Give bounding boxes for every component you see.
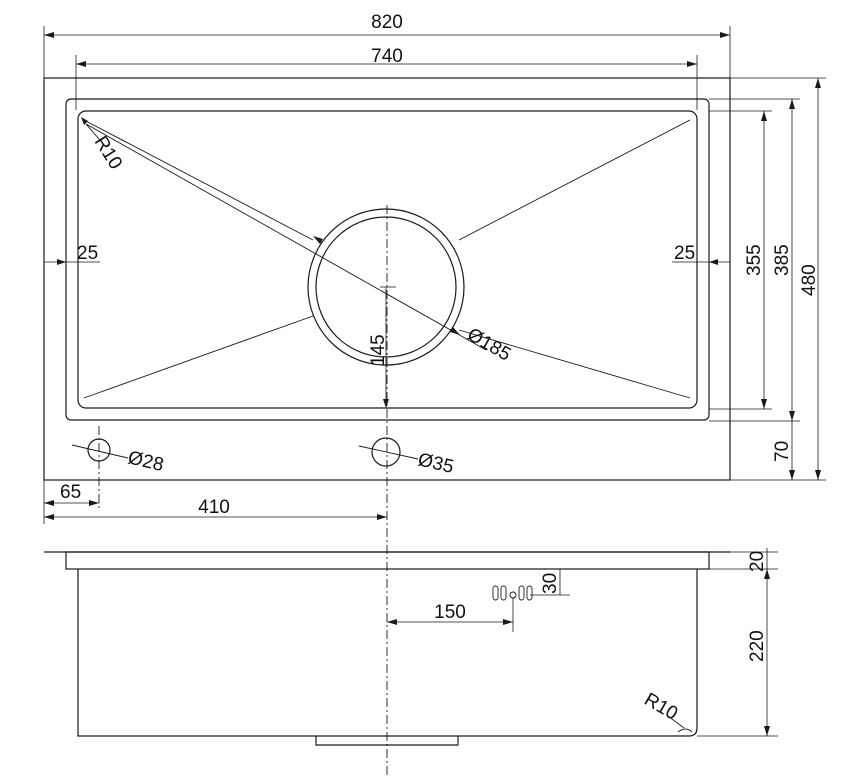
dim-arrow — [764, 569, 770, 579]
dim-arrow — [81, 117, 88, 125]
dim-arrow — [789, 411, 795, 421]
dim-arrow — [387, 619, 397, 625]
overall-width-label: 820 — [371, 12, 403, 33]
side-corner-radius-label: R10 — [641, 689, 682, 725]
dim-arrow — [377, 514, 387, 520]
hole-diameter-leader — [358, 445, 419, 460]
hole-diameter-leader — [71, 444, 129, 459]
overflow-hole — [509, 591, 517, 599]
dim-arrow — [789, 470, 795, 480]
bowl-inner-depth-label: 355 — [744, 244, 765, 276]
overflow-slots — [492, 585, 533, 601]
sink-flange — [65, 551, 710, 570]
slope-line — [458, 119, 691, 241]
bowl-outer-depth-label: 385 — [772, 244, 793, 276]
side-view — [44, 551, 730, 746]
overflow-height-label: 30 — [540, 573, 561, 594]
overflow-slot — [518, 585, 525, 601]
corner-radius-leader — [85, 123, 107, 148]
dim-arrow — [76, 61, 86, 67]
small-hole-offset-label: 65 — [60, 482, 81, 503]
dim-arrow — [89, 500, 99, 506]
bowl-rim — [65, 98, 710, 421]
dim-arrow — [709, 259, 718, 265]
bowl-height-label: 220 — [747, 630, 768, 662]
side-corner-arc — [677, 728, 693, 733]
bowl-width-label: 740 — [371, 46, 403, 67]
overall-depth-label: 480 — [799, 264, 820, 296]
slope-line — [458, 329, 691, 399]
overflow-slot — [492, 585, 499, 601]
large-hole-offset-label: 410 — [198, 497, 230, 518]
right-margin-label: 25 — [674, 243, 695, 264]
drain-offset-label: 145 — [368, 334, 389, 366]
dim-arrow — [815, 470, 821, 480]
flange-thickness-label: 20 — [747, 551, 768, 572]
small-hole-diameter-label: Ø28 — [126, 447, 166, 476]
dim-arrow — [789, 99, 795, 109]
slope-line — [83, 315, 314, 399]
dim-arrow — [44, 500, 54, 506]
deck-depth-label: 70 — [772, 441, 793, 462]
slope-line — [83, 119, 314, 241]
large-tap-hole — [371, 437, 401, 467]
dim-arrow — [450, 327, 460, 335]
dim-arrow — [44, 32, 54, 38]
dim-arrow — [687, 61, 697, 67]
bowl-inner — [77, 110, 698, 409]
dim-arrow — [383, 399, 389, 408]
drain-diameter-leader — [85, 123, 487, 351]
dim-arrow — [44, 514, 54, 520]
dim-arrow — [57, 259, 66, 265]
dim-arrow — [815, 78, 821, 88]
large-hole-diameter-label: Ø35 — [416, 449, 456, 478]
dim-arrow — [720, 32, 730, 38]
dim-arrow — [761, 111, 767, 121]
drain-diameter-label: Ø185 — [464, 324, 515, 365]
bowl-body — [77, 569, 698, 737]
dim-arrow — [503, 619, 513, 625]
dim-arrow — [761, 399, 767, 409]
left-margin-label: 25 — [77, 243, 98, 264]
drain-stub — [315, 736, 459, 746]
dim-arrow — [764, 726, 770, 736]
dim-arrow — [313, 236, 323, 244]
side-view-dimensions: 20 220 30 150 R10 — [387, 548, 778, 737]
top-corner-radius-label: R10 — [90, 133, 126, 174]
side-corner-radius-leader — [667, 715, 685, 729]
overflow-offset-label: 150 — [434, 602, 466, 623]
overflow-slot — [526, 585, 533, 601]
top-view — [43, 77, 731, 776]
overflow-slot — [500, 585, 507, 601]
